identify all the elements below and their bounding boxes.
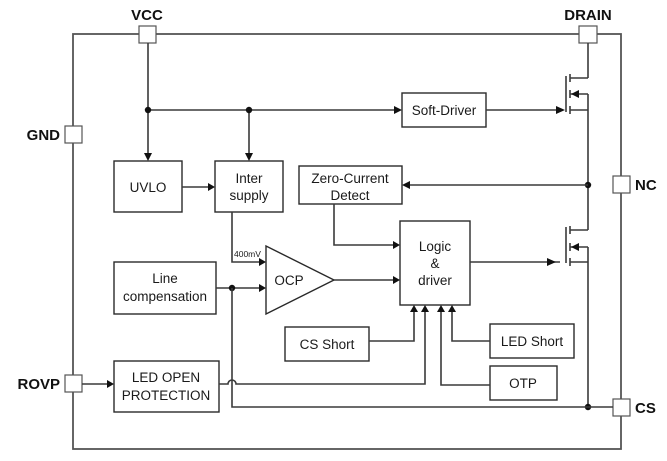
block-led-short-label: LED Short [501, 334, 564, 349]
pin-pad-cs [612, 398, 631, 417]
arrow-icon [402, 181, 410, 189]
block-logic-line1: Logic [419, 239, 452, 254]
pin-label-drain: DRAIN [564, 7, 612, 24]
block-logic-line2: & [430, 256, 439, 271]
wire-led-open-to-logic [219, 311, 426, 385]
block-cs-short-label: CS Short [300, 337, 355, 352]
pin-label-rovp: ROVP [17, 376, 60, 393]
pin-pad-vcc [138, 25, 157, 44]
block-led-open-line2: PROTECTION [122, 388, 211, 403]
pin-pad-nc [612, 175, 631, 194]
chip-boundary [72, 33, 622, 450]
mosfet-lower [565, 226, 588, 266]
block-zero-current-detect [298, 165, 403, 205]
mosfet-upper [565, 74, 588, 114]
block-line-compensation [113, 261, 217, 315]
block-inter-supply-line2: supply [229, 188, 268, 203]
block-zcd-line1: Zero-Current [311, 171, 389, 186]
block-led-open-protection [113, 360, 220, 413]
arrow-icon [547, 258, 556, 266]
arrow-icon [144, 153, 152, 161]
arrow-icon [208, 183, 215, 191]
wire-400mv-reference [231, 212, 260, 263]
block-logic-driver [399, 220, 471, 306]
arrow-icon [394, 106, 402, 114]
block-otp [489, 365, 558, 401]
arrow-icon [571, 243, 579, 251]
wire-cs-short-to-logic [369, 311, 415, 342]
block-otp-label: OTP [509, 376, 537, 391]
arrow-icon [245, 153, 253, 161]
block-inter-supply [214, 160, 284, 213]
block-led-short [489, 323, 575, 359]
block-soft-driver [401, 92, 487, 128]
block-ocp-label: OCP [274, 273, 303, 288]
junction-dot [144, 106, 152, 114]
block-uvlo-label: UVLO [130, 180, 167, 195]
arrow-icon [421, 305, 429, 312]
pin-label-vcc: VCC [131, 7, 163, 24]
pin-label-cs: CS [635, 400, 656, 417]
block-logic-line3: driver [418, 273, 452, 288]
block-uvlo [113, 160, 183, 213]
arrow-icon [259, 284, 266, 292]
arrow-icon [393, 241, 400, 249]
pin-label-gnd: GND [27, 127, 61, 144]
vcc-net [144, 43, 402, 161]
pin-pad-drain [578, 25, 598, 44]
block-cs-short [284, 326, 370, 362]
wire-otp-to-logic [440, 311, 490, 386]
block-ocp [265, 244, 336, 316]
arrow-icon [393, 276, 400, 284]
arrow-icon [556, 106, 565, 114]
junction-dot [245, 106, 253, 114]
ocp-reference-label: 400mV [234, 249, 261, 259]
arrow-icon [448, 305, 456, 312]
arrow-icon [571, 90, 579, 98]
wire-zcd-to-logic [333, 204, 394, 246]
block-zcd-line2: Detect [330, 188, 369, 203]
block-line-comp-line2: compensation [123, 289, 207, 304]
pin-label-nc: NC [635, 177, 657, 194]
arrow-icon [410, 305, 418, 312]
arrow-icon [107, 380, 114, 388]
block-led-open-line1: LED OPEN [132, 370, 200, 385]
block-line-comp-line1: Line [152, 271, 178, 286]
pin-pad-gnd [64, 125, 83, 144]
arrow-icon [259, 258, 266, 266]
block-soft-driver-label: Soft-Driver [412, 103, 477, 118]
pin-pad-rovp [64, 374, 83, 393]
arrow-icon [437, 305, 445, 312]
wire-led-short-to-logic [451, 311, 490, 342]
block-inter-supply-line1: Inter [235, 171, 263, 186]
wire-cs-sense [231, 288, 588, 408]
